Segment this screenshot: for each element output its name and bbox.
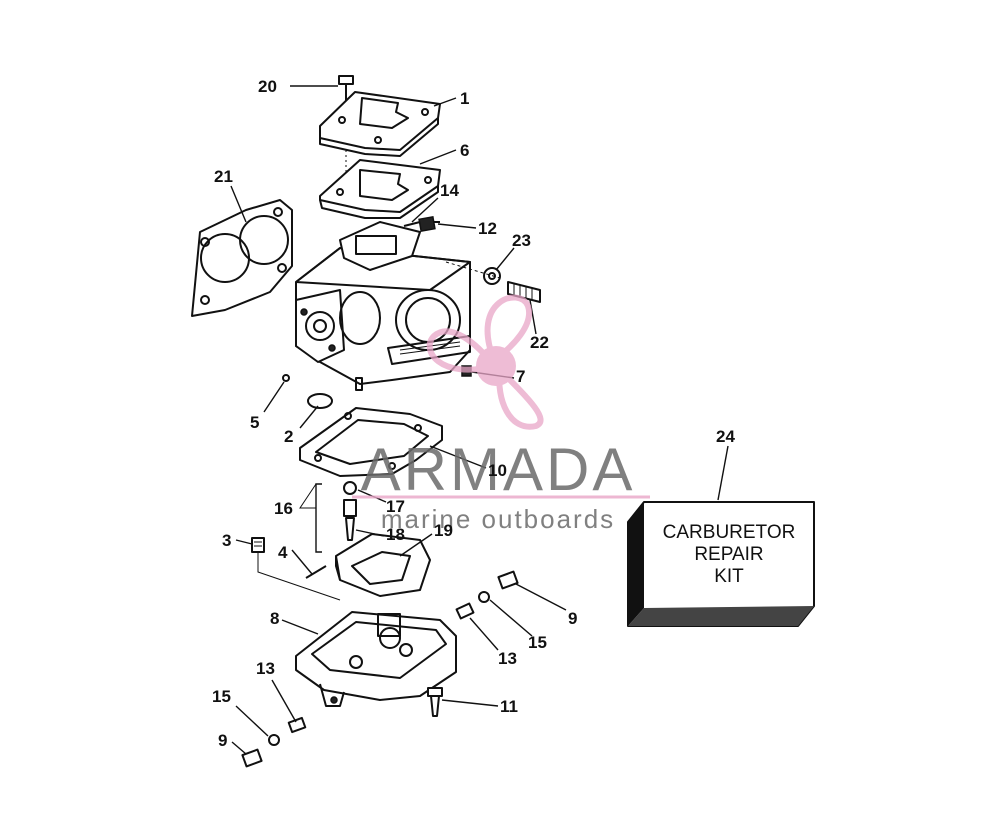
part-1-cover-plate	[319, 91, 441, 157]
watermark-tagline: marine outboards	[381, 504, 615, 534]
label-12: 12	[478, 219, 497, 238]
part-5-ball	[282, 374, 290, 382]
repair-kit-box: CARBURETOR REPAIR KIT	[627, 501, 815, 627]
label-14: 14	[440, 181, 459, 200]
part-4-pin	[305, 565, 327, 579]
label-11: 11	[500, 697, 518, 716]
label-4: 4	[278, 543, 288, 562]
part-13-jet-right	[455, 602, 475, 620]
part-9-plug-left	[241, 748, 263, 768]
label-19: 19	[434, 521, 453, 540]
label-18: 18	[386, 525, 405, 544]
watermark: ARMADA marine outboards	[352, 294, 650, 534]
label-5: 5	[250, 413, 259, 432]
part-12-needle	[418, 216, 440, 232]
label-10: 10	[488, 461, 507, 480]
part-16-needle-assembly	[299, 481, 357, 553]
label-24: 24	[716, 427, 735, 446]
label-17: 17	[386, 497, 405, 516]
label-7: 7	[516, 367, 525, 386]
label-6: 6	[460, 141, 469, 160]
label-15-right: 15	[528, 633, 547, 652]
kit-line-2: REPAIR	[694, 544, 763, 565]
label-9-right: 9	[568, 609, 577, 628]
part-15-washer-right	[478, 591, 490, 603]
part-8-float-bowl	[295, 611, 457, 707]
label-8: 8	[270, 609, 279, 628]
label-20: 20	[258, 77, 277, 96]
label-13-right: 13	[498, 649, 517, 668]
part-19-float	[335, 533, 431, 597]
label-13-left: 13	[256, 659, 275, 678]
part-10-gasket	[299, 407, 443, 477]
part-15-washer-left	[268, 734, 280, 746]
watermark-brand: ARMADA	[361, 436, 636, 503]
callout-labels: 20 1 6 21 14 12 23 22 7 5 2 10 16 17 18 …	[212, 77, 735, 750]
part-14-pin	[403, 221, 421, 227]
label-23: 23	[512, 231, 531, 250]
label-2: 2	[284, 427, 293, 446]
label-1: 1	[460, 89, 469, 108]
part-13-jet-left	[287, 716, 307, 734]
label-16: 16	[274, 499, 293, 518]
label-3: 3	[222, 531, 231, 550]
propeller-logo-icon	[426, 294, 544, 430]
label-15-left: 15	[212, 687, 231, 706]
part-21-flange-gasket	[191, 199, 293, 317]
label-9-left: 9	[218, 731, 227, 750]
part-2-disc	[307, 393, 333, 409]
kit-line-1: CARBURETOR	[663, 522, 796, 543]
label-21: 21	[214, 167, 233, 186]
part-3-plug	[251, 537, 341, 601]
part-11-bolt	[427, 687, 443, 717]
part-23-seal	[483, 267, 501, 285]
kit-line-3: KIT	[714, 566, 744, 587]
part-22-screw	[507, 281, 541, 303]
carburetor-body	[295, 221, 501, 391]
part-9-plug-right	[497, 570, 519, 590]
label-22: 22	[530, 333, 549, 352]
part-6-gasket	[319, 150, 441, 219]
